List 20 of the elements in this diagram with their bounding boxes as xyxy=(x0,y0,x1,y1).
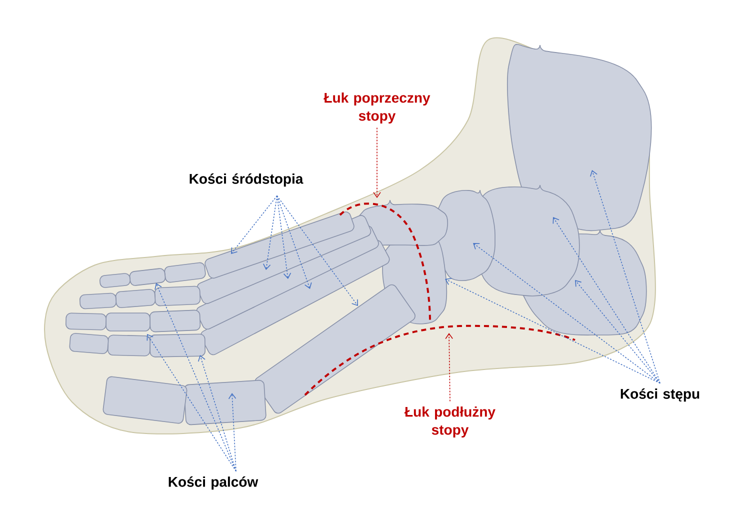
leader-line xyxy=(552,217,660,384)
leader-line xyxy=(445,278,660,384)
leader-line xyxy=(473,243,660,384)
leader-line xyxy=(146,334,236,472)
leader-line xyxy=(276,195,292,279)
leader-line xyxy=(575,280,660,384)
leader-line xyxy=(276,195,312,289)
leader-line xyxy=(198,355,236,472)
leader-line xyxy=(276,195,358,306)
label-text: Kości palców xyxy=(168,476,258,490)
label-text: Łuk poprzeczny stopy xyxy=(324,92,430,124)
label-text: Łuk podłużny stopy xyxy=(404,406,496,438)
leader-line xyxy=(262,195,278,270)
label-text: Kości śródstopia xyxy=(190,173,304,187)
leader-line xyxy=(590,170,660,384)
leader-line xyxy=(231,195,278,254)
label-text: Kości stępu xyxy=(620,388,700,402)
leader-line xyxy=(228,393,236,472)
leader-line xyxy=(445,333,453,402)
leader-line xyxy=(373,127,381,198)
